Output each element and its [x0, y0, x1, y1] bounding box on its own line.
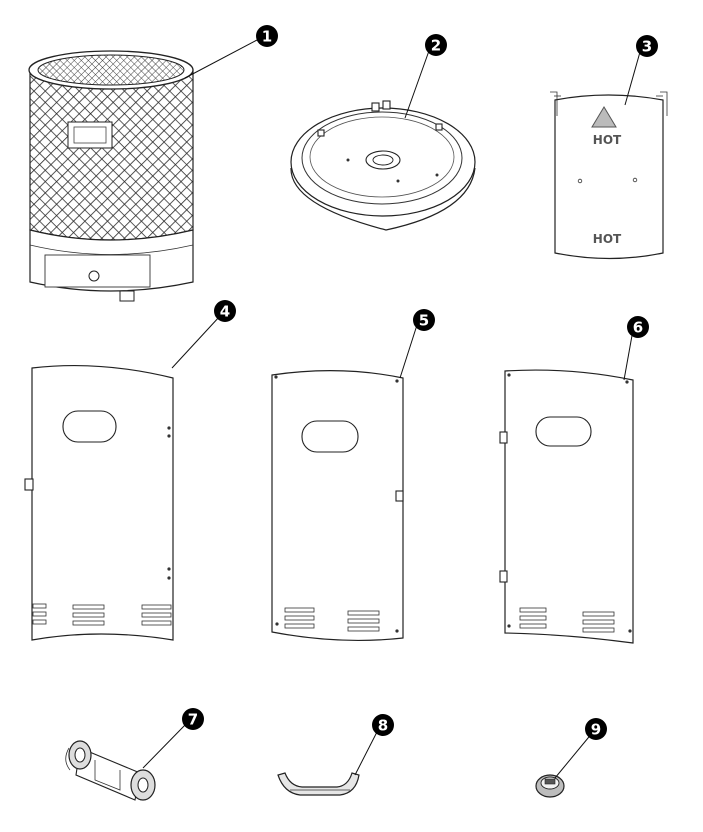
- part-8-handle: [277, 772, 360, 796]
- callout-9-number: 9: [591, 721, 601, 739]
- callout-4-number: 4: [220, 303, 230, 321]
- part-3-top-panel: HOT HOT: [550, 91, 668, 260]
- callout-7-number: 7: [188, 711, 198, 729]
- callout-7: 7: [182, 708, 204, 730]
- callout-1: 1: [256, 25, 278, 47]
- leader-lines: [142, 39, 641, 779]
- hot-label-bottom: HOT: [593, 232, 622, 246]
- callout-9: 9: [585, 718, 607, 740]
- part-2-reflector-base: [290, 100, 476, 231]
- callout-8: 8: [372, 714, 394, 736]
- callout-1-number: 1: [262, 28, 272, 46]
- callout-4: 4: [214, 300, 236, 322]
- part-7-wheel-axle: [65, 740, 156, 801]
- callout-6-number: 6: [633, 319, 643, 337]
- part-9-control-knob: [535, 774, 565, 798]
- callout-2-number: 2: [431, 37, 441, 55]
- part-6-side-panel: [499, 369, 634, 644]
- callout-8-number: 8: [378, 717, 388, 735]
- callout-2: 2: [425, 34, 447, 56]
- part-4-side-panel: [24, 364, 174, 641]
- callout-3-number: 3: [642, 38, 652, 56]
- callout-3: 3: [636, 35, 658, 57]
- callout-5-number: 5: [419, 312, 429, 330]
- callout-6: 6: [627, 316, 649, 338]
- part-5-side-panel: [271, 370, 404, 642]
- hot-label-top: HOT: [593, 133, 622, 147]
- callout-5: 5: [413, 309, 435, 331]
- part-1-heater-head: [28, 50, 194, 302]
